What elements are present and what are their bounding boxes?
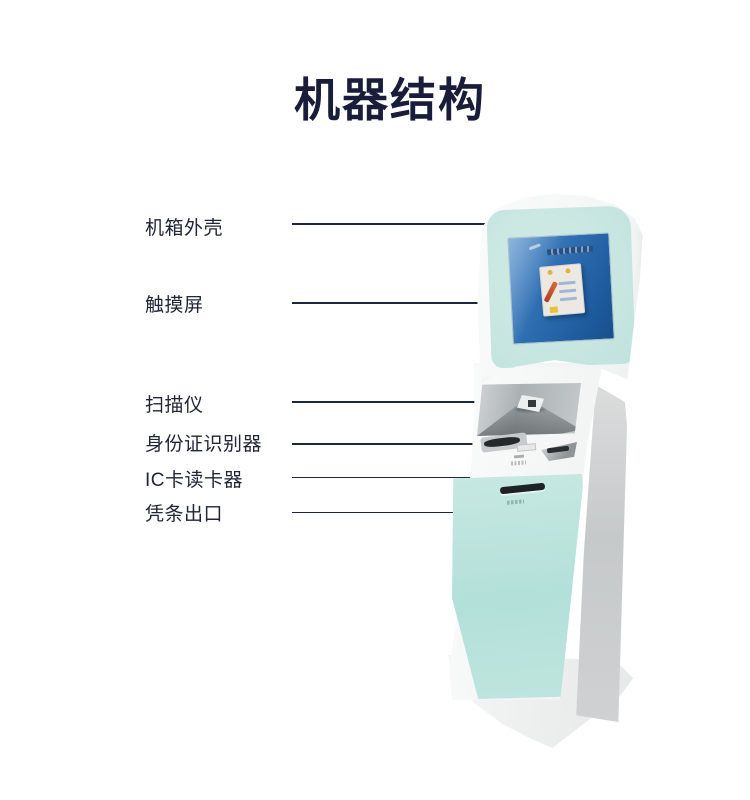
screen-dialog-window xyxy=(539,263,586,318)
kiosk-scanner-device xyxy=(517,395,544,412)
scanner-lens-icon xyxy=(528,399,537,407)
label-scanner: 扫描仪 xyxy=(145,395,204,416)
leader-line-touch-screen xyxy=(292,302,492,304)
label-id-card-reader: 身份证识别器 xyxy=(145,434,263,455)
leader-line-case-shell xyxy=(292,223,491,225)
leader-line-id-card-reader xyxy=(292,443,495,445)
label-touch-screen: 触摸屏 xyxy=(145,295,204,316)
kiosk-illustration xyxy=(437,193,647,758)
dialog-dot-icon xyxy=(547,269,553,276)
kiosk-screen-surround-panel xyxy=(486,205,636,369)
label-receipt-outlet: 凭条出口 xyxy=(145,504,224,525)
dialog-square-icon xyxy=(549,306,559,314)
kiosk-lower-front-panel xyxy=(452,474,583,699)
dialog-text-line xyxy=(559,296,578,302)
label-ic-card-reader: IC卡读卡器 xyxy=(145,470,244,491)
leader-line-scanner xyxy=(292,401,518,403)
kiosk-head-case-shell xyxy=(477,193,643,384)
dialog-dot-icon xyxy=(565,268,571,274)
kiosk-touch-screen xyxy=(507,232,615,345)
dialog-text-line xyxy=(558,289,577,294)
dialog-pen-icon xyxy=(543,281,558,304)
dialog-text-line xyxy=(558,281,577,287)
label-case-shell: 机箱外壳 xyxy=(145,218,224,239)
page-title: 机器结构 xyxy=(294,75,486,126)
